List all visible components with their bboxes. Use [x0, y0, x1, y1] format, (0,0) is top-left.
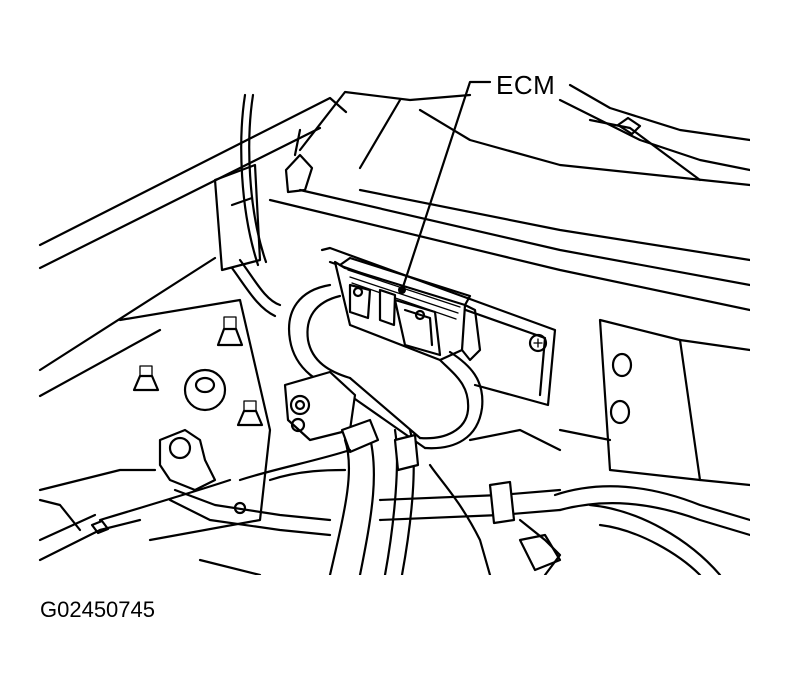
lower-hoses [328, 418, 750, 575]
hood-stay [240, 93, 314, 267]
brake-line [38, 428, 352, 562]
ecm-callout-label: ECM [496, 70, 556, 100]
callout-leader [398, 80, 492, 294]
strut-tower [558, 318, 750, 487]
lower-components [198, 428, 562, 575]
fender-panel [38, 96, 348, 398]
abs-bracket [118, 298, 272, 542]
harness-clamp [283, 370, 357, 442]
cowl-panel [268, 83, 750, 312]
ecm-connector [348, 283, 442, 357]
figure-id: G02450745 [40, 597, 155, 622]
